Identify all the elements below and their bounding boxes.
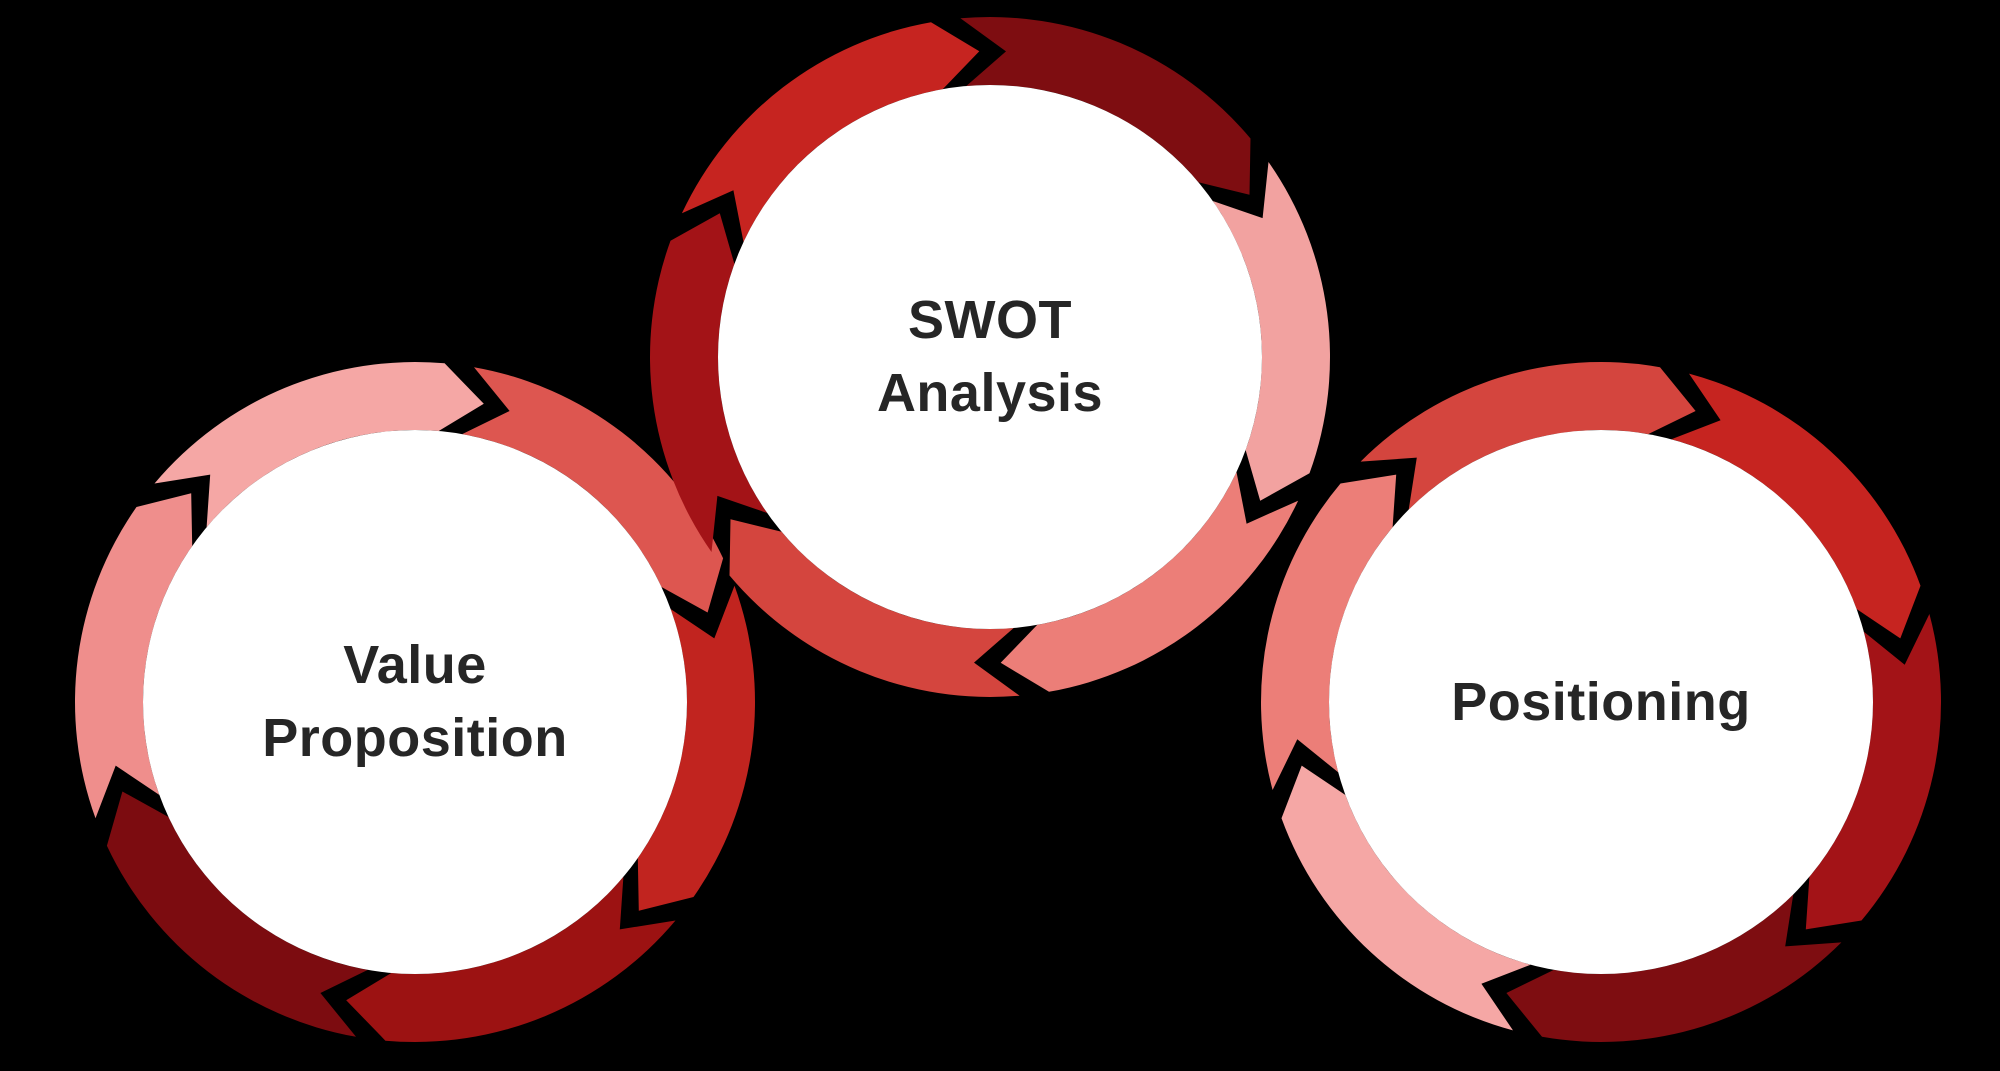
node-circle bbox=[718, 85, 1262, 629]
ring-segment bbox=[1360, 362, 1696, 510]
node-value-proposition: Value Proposition bbox=[65, 352, 765, 1052]
ring-segment bbox=[1261, 474, 1397, 790]
node-swot-analysis: SWOT Analysis bbox=[640, 7, 1340, 707]
ring-segment bbox=[106, 791, 368, 1037]
node-label-positioning: Positioning bbox=[1451, 671, 1751, 732]
ring-segment bbox=[1281, 765, 1531, 1031]
ring-segment bbox=[650, 213, 768, 553]
node-label-swot-analysis: SWOT Analysis bbox=[876, 290, 1104, 423]
ring-segment bbox=[346, 876, 676, 1042]
ring-segment bbox=[1805, 614, 1941, 930]
node-label-value-proposition: Value Proposition bbox=[262, 635, 568, 768]
node-positioning: Positioning bbox=[1251, 352, 1951, 1052]
ring-segment bbox=[637, 585, 755, 911]
ring-segment bbox=[681, 22, 980, 242]
node-circle bbox=[1329, 430, 1873, 974]
ring-segment bbox=[462, 367, 724, 613]
ring-segment bbox=[75, 493, 193, 819]
ring-segment bbox=[960, 17, 1251, 195]
ring-segment bbox=[1671, 373, 1921, 639]
ring-segment bbox=[1000, 472, 1299, 692]
ring-segment bbox=[729, 519, 1020, 697]
ring-segment bbox=[1506, 894, 1842, 1042]
node-circle bbox=[143, 430, 687, 974]
segmented-ring-value-proposition bbox=[75, 362, 755, 1042]
segmented-ring-positioning bbox=[1261, 362, 1941, 1042]
segmented-ring-swot-analysis bbox=[650, 17, 1330, 697]
ring-segment bbox=[1212, 162, 1330, 501]
ring-segment bbox=[154, 362, 484, 528]
